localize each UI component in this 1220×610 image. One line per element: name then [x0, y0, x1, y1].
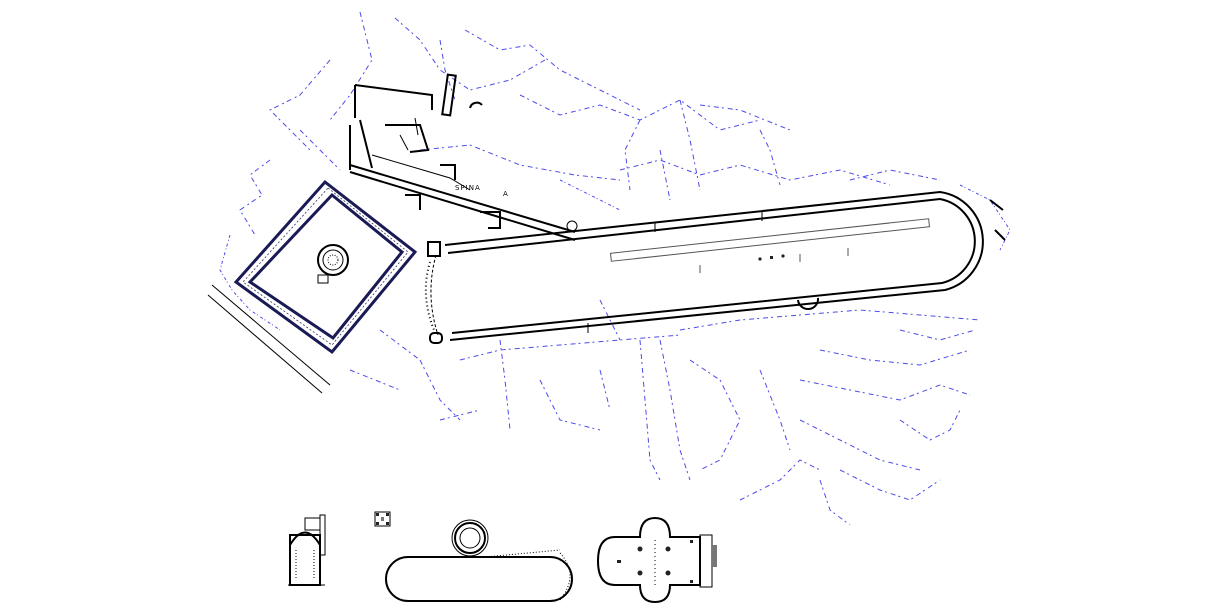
- spina-label-north: SPINA: [455, 184, 481, 192]
- inset-apsidal-building: [288, 514, 326, 586]
- inset-circus: [385, 519, 573, 602]
- mausoleum-enclosure: [207, 179, 418, 394]
- inset-plans: [288, 511, 717, 604]
- circus: [424, 190, 1006, 344]
- northern-complex: SPINA A: [349, 73, 578, 241]
- inset-cruciform-church: [596, 516, 717, 604]
- inset-tetrapylon: [374, 511, 391, 527]
- spina-label-short: A: [503, 190, 509, 198]
- modern-street-overlay: [219, 11, 1011, 526]
- spina: [609, 218, 931, 273]
- rotunda: [317, 244, 349, 284]
